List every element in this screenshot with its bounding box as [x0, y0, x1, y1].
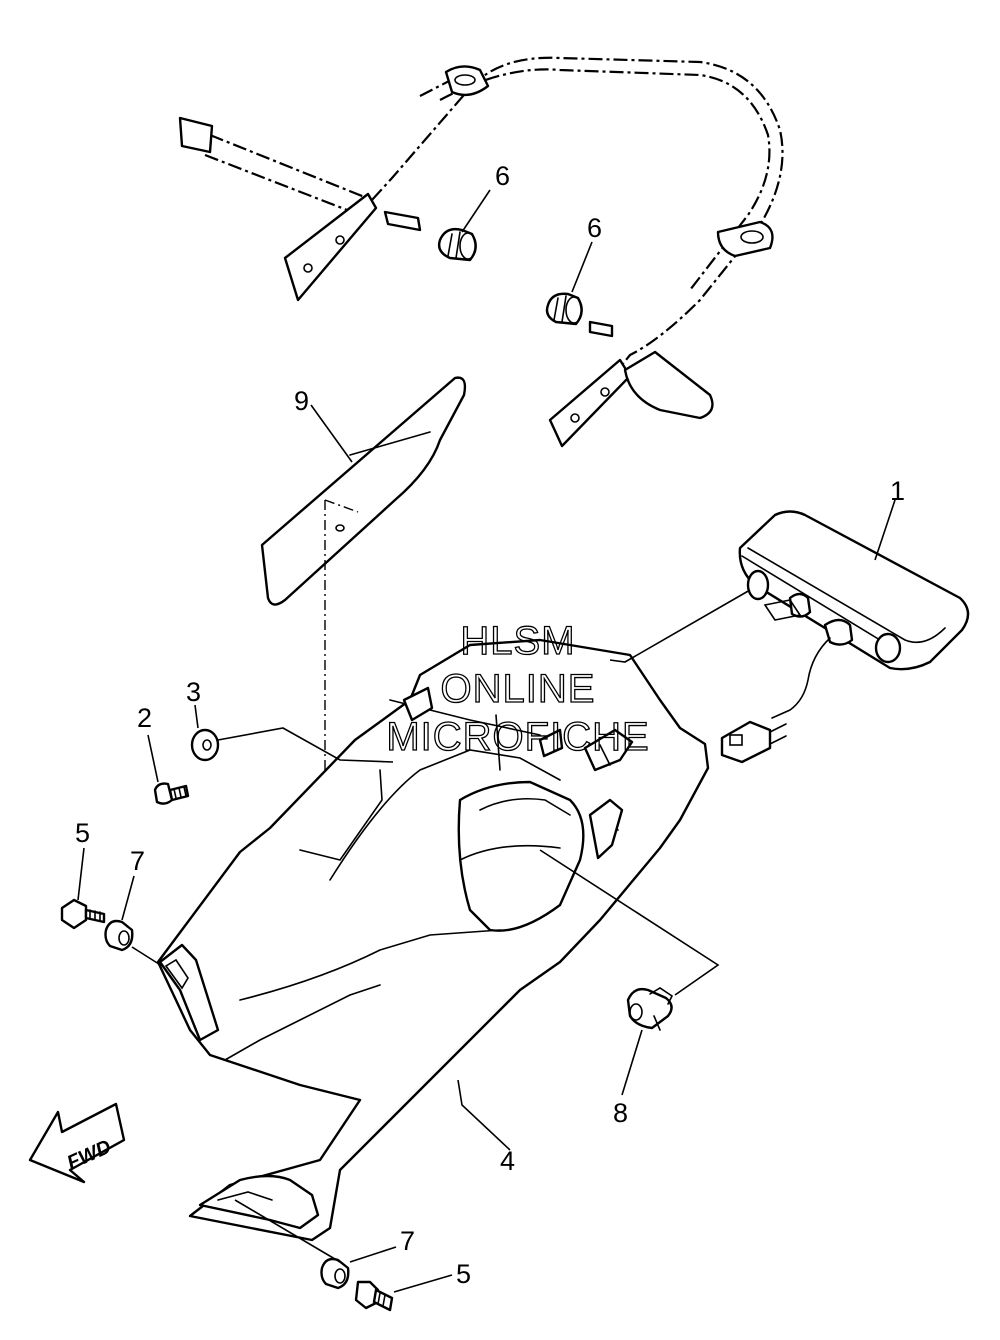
- collar-7-top: [104, 919, 134, 952]
- fwd-arrow-icon: FWD: [28, 1102, 126, 1184]
- callout-1: 1: [890, 476, 905, 506]
- damper-rubber-6-right: [545, 292, 583, 326]
- tail-light-1: [720, 510, 970, 764]
- callout-5-top: 5: [75, 818, 90, 848]
- collar-7-bottom: [320, 1257, 350, 1290]
- callout-3: 3: [186, 677, 201, 707]
- watermark: HLSM ONLINE MICROFICHE: [386, 618, 650, 759]
- callout-7-bottom: 7: [400, 1226, 415, 1256]
- clamp-8: [626, 987, 674, 1031]
- bolt-5-top: [60, 898, 106, 930]
- watermark-line-3: MICROFICHE: [386, 715, 649, 759]
- callout-9: 9: [294, 386, 309, 416]
- rear-fender-4: [156, 638, 710, 1242]
- callout-7-top: 7: [130, 846, 145, 876]
- damper-rubber-6-left: [437, 227, 477, 262]
- callout-4: 4: [500, 1146, 515, 1176]
- callout-6-right: 6: [587, 213, 602, 243]
- screw-2: [153, 782, 190, 805]
- callout-6-left: 6: [495, 161, 510, 191]
- callout-5-bottom: 5: [456, 1259, 471, 1289]
- washer-3: [190, 728, 220, 762]
- watermark-line-1: HLSM: [460, 619, 575, 663]
- grab-bar-frame: [178, 56, 784, 448]
- bolt-5-bottom: [354, 1280, 394, 1312]
- callout-numbers: 1 2 3 4 5 5 6 6 7 7 8 9: [75, 161, 905, 1289]
- callout-8: 8: [613, 1098, 628, 1128]
- watermark-line-2: ONLINE: [441, 667, 596, 711]
- leader-lines: [77, 189, 896, 1293]
- callout-2: 2: [137, 703, 152, 733]
